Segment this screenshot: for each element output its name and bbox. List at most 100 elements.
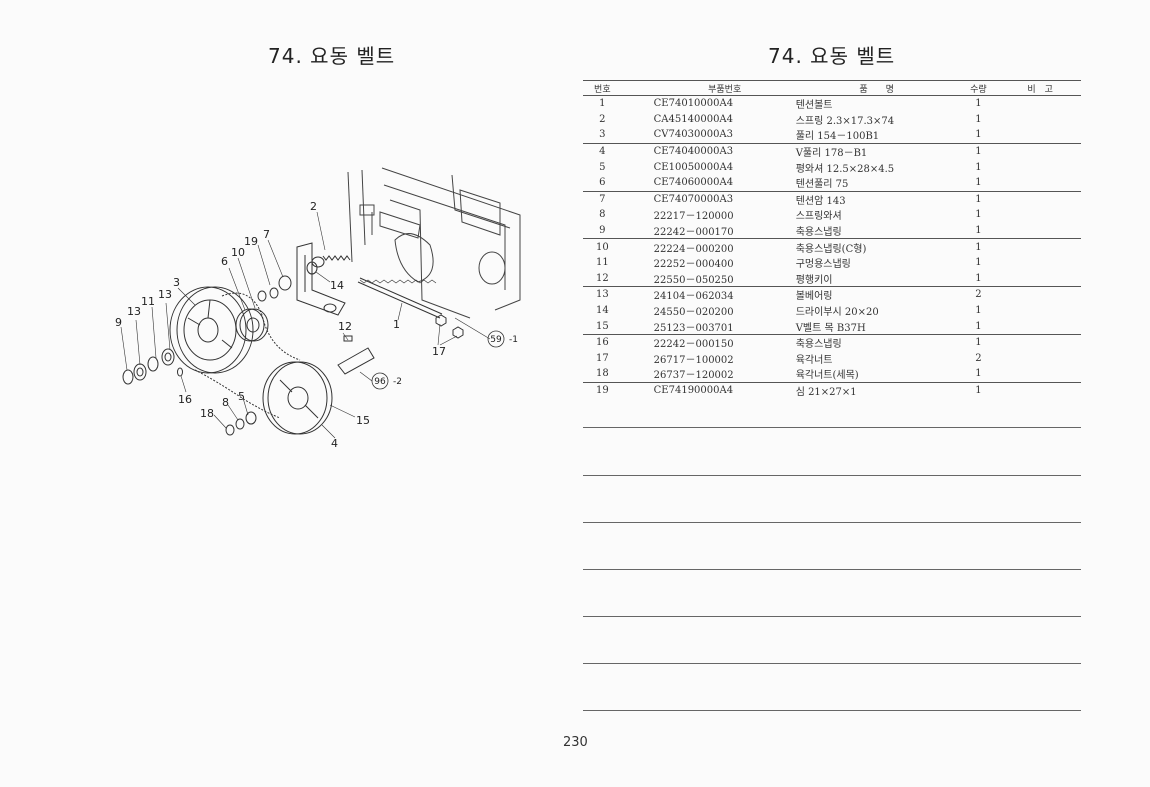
cell-quantity: 1 — [975, 209, 982, 221]
callout-15: 15 — [356, 414, 370, 427]
cell-quantity: 1 — [975, 384, 982, 396]
callout-1: 1 — [393, 318, 400, 331]
blank-rule — [583, 710, 1081, 711]
callout-19: 19 — [244, 235, 258, 248]
cell-number: 5 — [599, 161, 606, 173]
cell-remarks — [999, 174, 1081, 192]
hex-nut — [452, 326, 464, 339]
cell-remarks — [999, 303, 1081, 319]
cell-quantity: 1 — [975, 193, 982, 205]
cell-number: 18 — [583, 366, 622, 383]
cell-part-name: V풀리 178－B1 — [795, 148, 868, 160]
hex-nut — [435, 314, 447, 327]
cell-remarks — [999, 366, 1081, 383]
bushing — [278, 275, 292, 291]
callout-5: 5 — [238, 390, 245, 403]
cell-part-number: 24550－020200 — [653, 307, 734, 319]
cell-quantity: 1 — [975, 146, 982, 158]
cell-part-name: V벨트 목 B37H — [795, 318, 958, 335]
cell-number: 13 — [595, 289, 609, 301]
cell-quantity: 1 — [957, 174, 1000, 192]
cell-part-name: 드라이부시 20×20 — [795, 307, 879, 319]
cell-number: 14 — [595, 305, 609, 317]
blank-rule — [583, 522, 1081, 523]
cell-part-number: 26717－100002 — [653, 354, 734, 366]
cell-part-name: 평행키이 — [795, 270, 958, 288]
cell-quantity: 1 — [975, 241, 982, 253]
callout-11: 11 — [141, 295, 155, 308]
header-part-name: 품 명 — [795, 80, 958, 96]
callout-13: 13 — [158, 288, 172, 301]
snap-ring — [177, 367, 183, 377]
shaft — [337, 347, 375, 375]
cell-part-number: 22217－120000 — [653, 211, 734, 223]
callout-3: 3 — [173, 276, 180, 289]
blank-rule — [583, 616, 1081, 617]
cell-number: 2 — [599, 113, 606, 125]
v-pulley — [262, 361, 333, 435]
table-header-row: 번호 부품번호 품 명 수량 비 고 — [583, 80, 1081, 96]
hex-nut — [225, 424, 235, 436]
callout-14: 14 — [330, 279, 344, 292]
blank-rule — [583, 475, 1081, 476]
left-page-title: 74. 요동 벨트 — [268, 44, 396, 68]
callout-13b: 13 — [127, 305, 141, 318]
cell-number: 3 — [583, 127, 622, 144]
cell-remarks — [999, 96, 1081, 112]
timing-belt — [194, 292, 301, 419]
cell-quantity: 1 — [975, 113, 982, 125]
cell-part-name: 축용스냅링(C형) — [795, 243, 867, 255]
table-row: 5 CE10050000A4 평와셔 12.5×28×4.5 1 — [583, 159, 1081, 175]
cell-number: 12 — [583, 270, 622, 288]
cell-part-number: 22224－000200 — [653, 243, 734, 255]
ref-label: 96 — [374, 377, 386, 387]
callout-7: 7 — [263, 228, 270, 241]
tension-bolt — [357, 277, 443, 319]
cell-remarks — [999, 159, 1081, 175]
cell-part-number: CE10050000A4 — [653, 161, 734, 173]
header-part-number: 부품번호 — [621, 80, 796, 96]
ball-bearing — [133, 363, 147, 381]
cell-quantity: 1 — [957, 270, 1000, 288]
cell-part-number: 22242－000150 — [653, 339, 734, 351]
cell-remarks — [999, 207, 1081, 223]
blank-rule — [583, 663, 1081, 664]
ref-label: 59 — [490, 335, 502, 345]
cell-remarks — [999, 318, 1081, 335]
cell-number: 6 — [583, 174, 622, 192]
cell-quantity: 1 — [975, 337, 982, 349]
snap-ring — [122, 369, 134, 385]
ref-suffix: -2 — [393, 377, 402, 387]
cell-number: 10 — [595, 241, 609, 253]
cell-quantity: 1 — [975, 161, 982, 173]
flat-washer — [245, 411, 257, 425]
cell-remarks — [999, 112, 1081, 128]
cell-part-name: 평와셔 12.5×28×4.5 — [795, 163, 895, 175]
cell-quantity: 1 — [975, 98, 982, 110]
cell-part-name: 심 21×27×1 — [795, 386, 857, 398]
cell-number: 8 — [599, 209, 606, 221]
cell-part-name: 축용스냅링 — [795, 222, 958, 240]
cell-part-number: 24104－062034 — [653, 291, 734, 303]
cell-remarks — [999, 287, 1081, 303]
cell-remarks — [999, 143, 1081, 159]
cell-remarks — [999, 351, 1081, 367]
cell-part-number: CV74030000A3 — [621, 127, 796, 144]
callout-12: 12 — [338, 320, 352, 333]
cell-part-number: 22550－050250 — [621, 270, 796, 288]
cell-number: 4 — [599, 146, 606, 158]
cell-quantity: 2 — [975, 352, 982, 364]
cell-part-number: CE74010000A4 — [653, 98, 734, 110]
cell-number: 11 — [595, 257, 609, 269]
spring-washer — [235, 418, 245, 430]
cell-number: 16 — [595, 337, 609, 349]
